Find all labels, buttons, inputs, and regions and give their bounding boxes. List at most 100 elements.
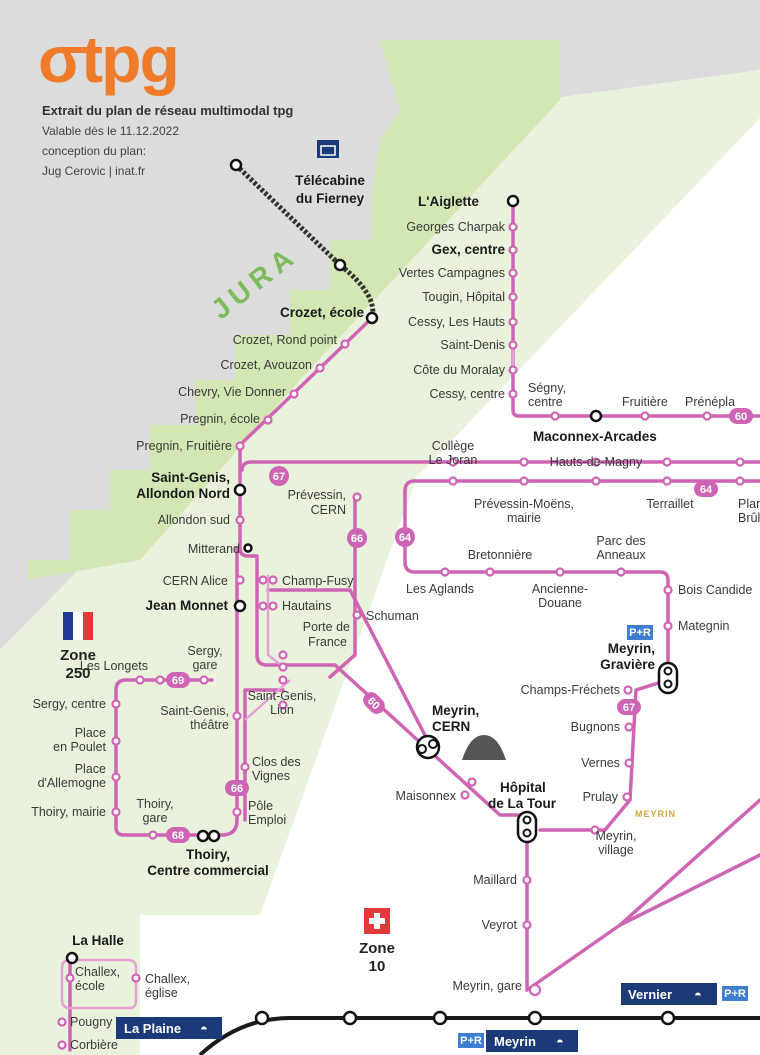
- stop-clos[interactable]: [240, 762, 250, 772]
- stop-jean-monnet[interactable]: [233, 599, 247, 613]
- stop-champs-frechets[interactable]: [623, 685, 633, 695]
- stop-thoiry-gare[interactable]: [148, 830, 158, 840]
- stop-sg-lion[interactable]: [278, 700, 288, 710]
- stop-moralay[interactable]: [508, 365, 518, 375]
- hub-hopital[interactable]: [516, 810, 538, 844]
- stop-segny[interactable]: [550, 411, 560, 421]
- stop-place-all[interactable]: [111, 772, 121, 782]
- badge-66-lower[interactable]: 66: [225, 780, 249, 796]
- stop-terraillet-a[interactable]: [662, 457, 672, 467]
- zone-fr-line2: 250: [65, 665, 90, 682]
- pr-meyrin[interactable]: P+R: [458, 1033, 484, 1048]
- badge-66-prevessin[interactable]: 66: [347, 528, 367, 548]
- stop-place-poulet[interactable]: [111, 736, 121, 746]
- stop-hauts-magny-b[interactable]: [591, 476, 601, 486]
- badge-69[interactable]: 69: [166, 672, 190, 688]
- stop-terraillet-b[interactable]: [662, 476, 672, 486]
- stop-champ-fusy-b[interactable]: [268, 575, 278, 585]
- stop-champ-fusy-a[interactable]: [258, 575, 268, 585]
- stop-longets-b[interactable]: [155, 675, 165, 685]
- stop-chevry[interactable]: [289, 389, 299, 399]
- stop-thoiry-mairie[interactable]: [111, 807, 121, 817]
- stop-thoiry-cc-b[interactable]: [207, 829, 221, 843]
- stop-tougin[interactable]: [508, 292, 518, 302]
- stop-parc[interactable]: [616, 567, 626, 577]
- stop-planche-b[interactable]: [735, 476, 745, 486]
- stop-gex[interactable]: [508, 245, 518, 255]
- stop-meyrin-gare[interactable]: [528, 983, 542, 997]
- stop-sg-theatre[interactable]: [232, 711, 242, 721]
- stop-sergy-gare[interactable]: [199, 675, 209, 685]
- stop-bois-candide[interactable]: [663, 585, 673, 595]
- stop-mategnin[interactable]: [663, 621, 673, 631]
- stop-aglands[interactable]: [440, 567, 450, 577]
- badge-60[interactable]: 60: [729, 408, 753, 424]
- label-challex-eglise-1: Challex,: [145, 972, 190, 986]
- stop-charpak[interactable]: [508, 222, 518, 232]
- stop-prev-moens-a[interactable]: [519, 457, 529, 467]
- stop-porte-c[interactable]: [278, 675, 288, 685]
- stop-vernes[interactable]: [624, 758, 634, 768]
- stop-prenepla[interactable]: [702, 411, 712, 421]
- stop-schuman[interactable]: [352, 610, 362, 620]
- stop-thoiry-cc-a[interactable]: [196, 829, 210, 843]
- rail-box-vernier[interactable]: Vernier ◓: [621, 983, 717, 1005]
- label-mategnin: Mategnin: [678, 619, 729, 633]
- stop-maisonnex[interactable]: [460, 790, 470, 800]
- stop-pole[interactable]: [232, 807, 242, 817]
- stop-bretonniere[interactable]: [485, 567, 495, 577]
- stop-porte-b[interactable]: [278, 662, 288, 672]
- stop-fruitiere-r[interactable]: [640, 411, 650, 421]
- stop-hautains-a[interactable]: [258, 601, 268, 611]
- badge-67-meyrin[interactable]: 67: [617, 699, 641, 715]
- stop-pregnin-ecole[interactable]: [263, 415, 273, 425]
- stop-prev-moens-b[interactable]: [519, 476, 529, 486]
- stop-porte-a[interactable]: [278, 650, 288, 660]
- stop-bugnons[interactable]: [624, 722, 634, 732]
- stop-crozet-avouzon[interactable]: [315, 363, 325, 373]
- stop-allondon-sud[interactable]: [235, 515, 245, 525]
- stop-sergy-centre[interactable]: [111, 699, 121, 709]
- stop-maconnex[interactable]: [589, 409, 603, 423]
- stop-maillard[interactable]: [522, 875, 532, 885]
- rail-box-la-plaine[interactable]: La Plaine ◓: [116, 1017, 222, 1039]
- stop-douane[interactable]: [555, 567, 565, 577]
- stop-longets[interactable]: [135, 675, 145, 685]
- pr-graviere[interactable]: P+R: [627, 625, 653, 640]
- stop-corbiere[interactable]: [57, 1040, 67, 1050]
- stop-college-a[interactable]: [448, 457, 458, 467]
- stop-prevessin-cern[interactable]: [352, 492, 362, 502]
- stop-vertes[interactable]: [508, 268, 518, 278]
- stop-meyrin-village[interactable]: [590, 825, 600, 835]
- stop-la-halle[interactable]: [65, 951, 79, 965]
- stop-planche-a[interactable]: [735, 457, 745, 467]
- stop-veyrot[interactable]: [522, 920, 532, 930]
- badge-64-upper[interactable]: 64: [694, 481, 718, 497]
- stop-pregnin-fruit[interactable]: [235, 441, 245, 451]
- stop-pougny[interactable]: [57, 1017, 67, 1027]
- pr-vernier[interactable]: P+R: [722, 986, 748, 1001]
- hub-graviere[interactable]: [657, 661, 679, 695]
- train-icon: ◓: [200, 1021, 208, 1036]
- svg-text:P+R: P+R: [629, 627, 651, 639]
- badge-68[interactable]: 68: [166, 827, 190, 843]
- stop-cessy-centre[interactable]: [508, 389, 518, 399]
- stop-crozet-rond[interactable]: [340, 339, 350, 349]
- stop-mitterand[interactable]: [243, 543, 253, 553]
- stop-challex-eglise[interactable]: [131, 973, 141, 983]
- stop-cern-alice[interactable]: [235, 575, 245, 585]
- badge-67-prevessin[interactable]: 67: [269, 466, 289, 486]
- stop-challex-ecole[interactable]: [65, 973, 75, 983]
- stop-hauts-magny-a[interactable]: [591, 457, 601, 467]
- stop-college-b[interactable]: [448, 476, 458, 486]
- rail-box-meyrin[interactable]: Meyrin ◓: [486, 1030, 578, 1052]
- badge-60-cern[interactable]: 60: [360, 689, 388, 717]
- stop-saint-denis[interactable]: [508, 340, 518, 350]
- stop-aiglette[interactable]: [506, 194, 520, 208]
- stop-sg-allondon[interactable]: [233, 483, 247, 497]
- stop-maisonnex-b[interactable]: [467, 777, 477, 787]
- stop-hautains-b[interactable]: [268, 601, 278, 611]
- stop-prulay[interactable]: [622, 792, 632, 802]
- stop-cessy-hauts[interactable]: [508, 317, 518, 327]
- badge-64[interactable]: 64: [395, 527, 415, 547]
